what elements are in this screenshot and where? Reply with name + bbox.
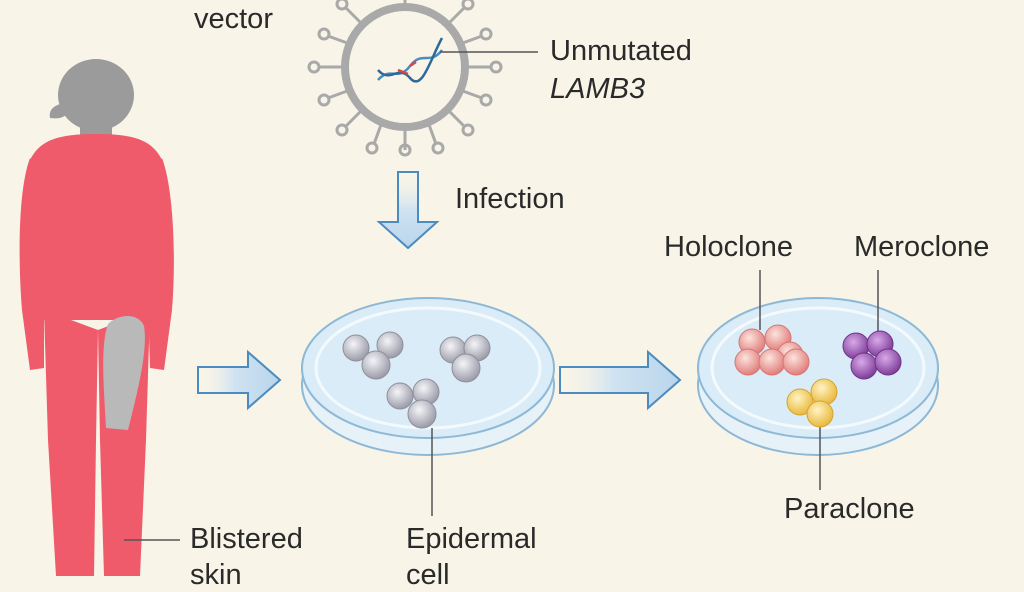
blister-patch — [103, 315, 145, 430]
paraclone-cluster-icon — [786, 378, 838, 428]
lamb3-gene-name: LAMB3 — [550, 73, 646, 105]
meroclone-cluster-icon — [842, 330, 902, 380]
human-figure-icon — [19, 59, 174, 576]
cell-label: cell — [406, 559, 450, 591]
epidermal-label: Epidermal — [406, 523, 537, 555]
meroclone-label: Meroclone — [854, 231, 990, 263]
diagram-art — [19, 0, 939, 576]
paraclone-label: Paraclone — [784, 493, 915, 525]
holoclone-cluster-icon — [734, 324, 810, 376]
unmutated-label: Unmutated — [550, 35, 692, 67]
skin-label: skin — [190, 559, 242, 591]
cell-cluster-icon — [342, 331, 491, 429]
blistered-label: Blistered — [190, 523, 303, 555]
infection-label: Infection — [455, 183, 565, 215]
arrow-right-icon — [197, 349, 282, 411]
holoclone-label: Holoclone — [664, 231, 793, 263]
petri-dish-icon — [697, 297, 939, 456]
viral-vector-icon — [307, 0, 503, 157]
dna-strand-icon — [377, 37, 444, 83]
diagram-canvas: vector Unmutated LAMB3 Infection Holoclo… — [19, 0, 990, 591]
vector-label: vector — [194, 3, 273, 35]
petri-dish-icon — [301, 297, 555, 456]
arrow-down-icon — [376, 171, 440, 250]
arrow-right-icon — [559, 349, 682, 411]
lamb3-label: LAMB3 — [550, 72, 645, 106]
